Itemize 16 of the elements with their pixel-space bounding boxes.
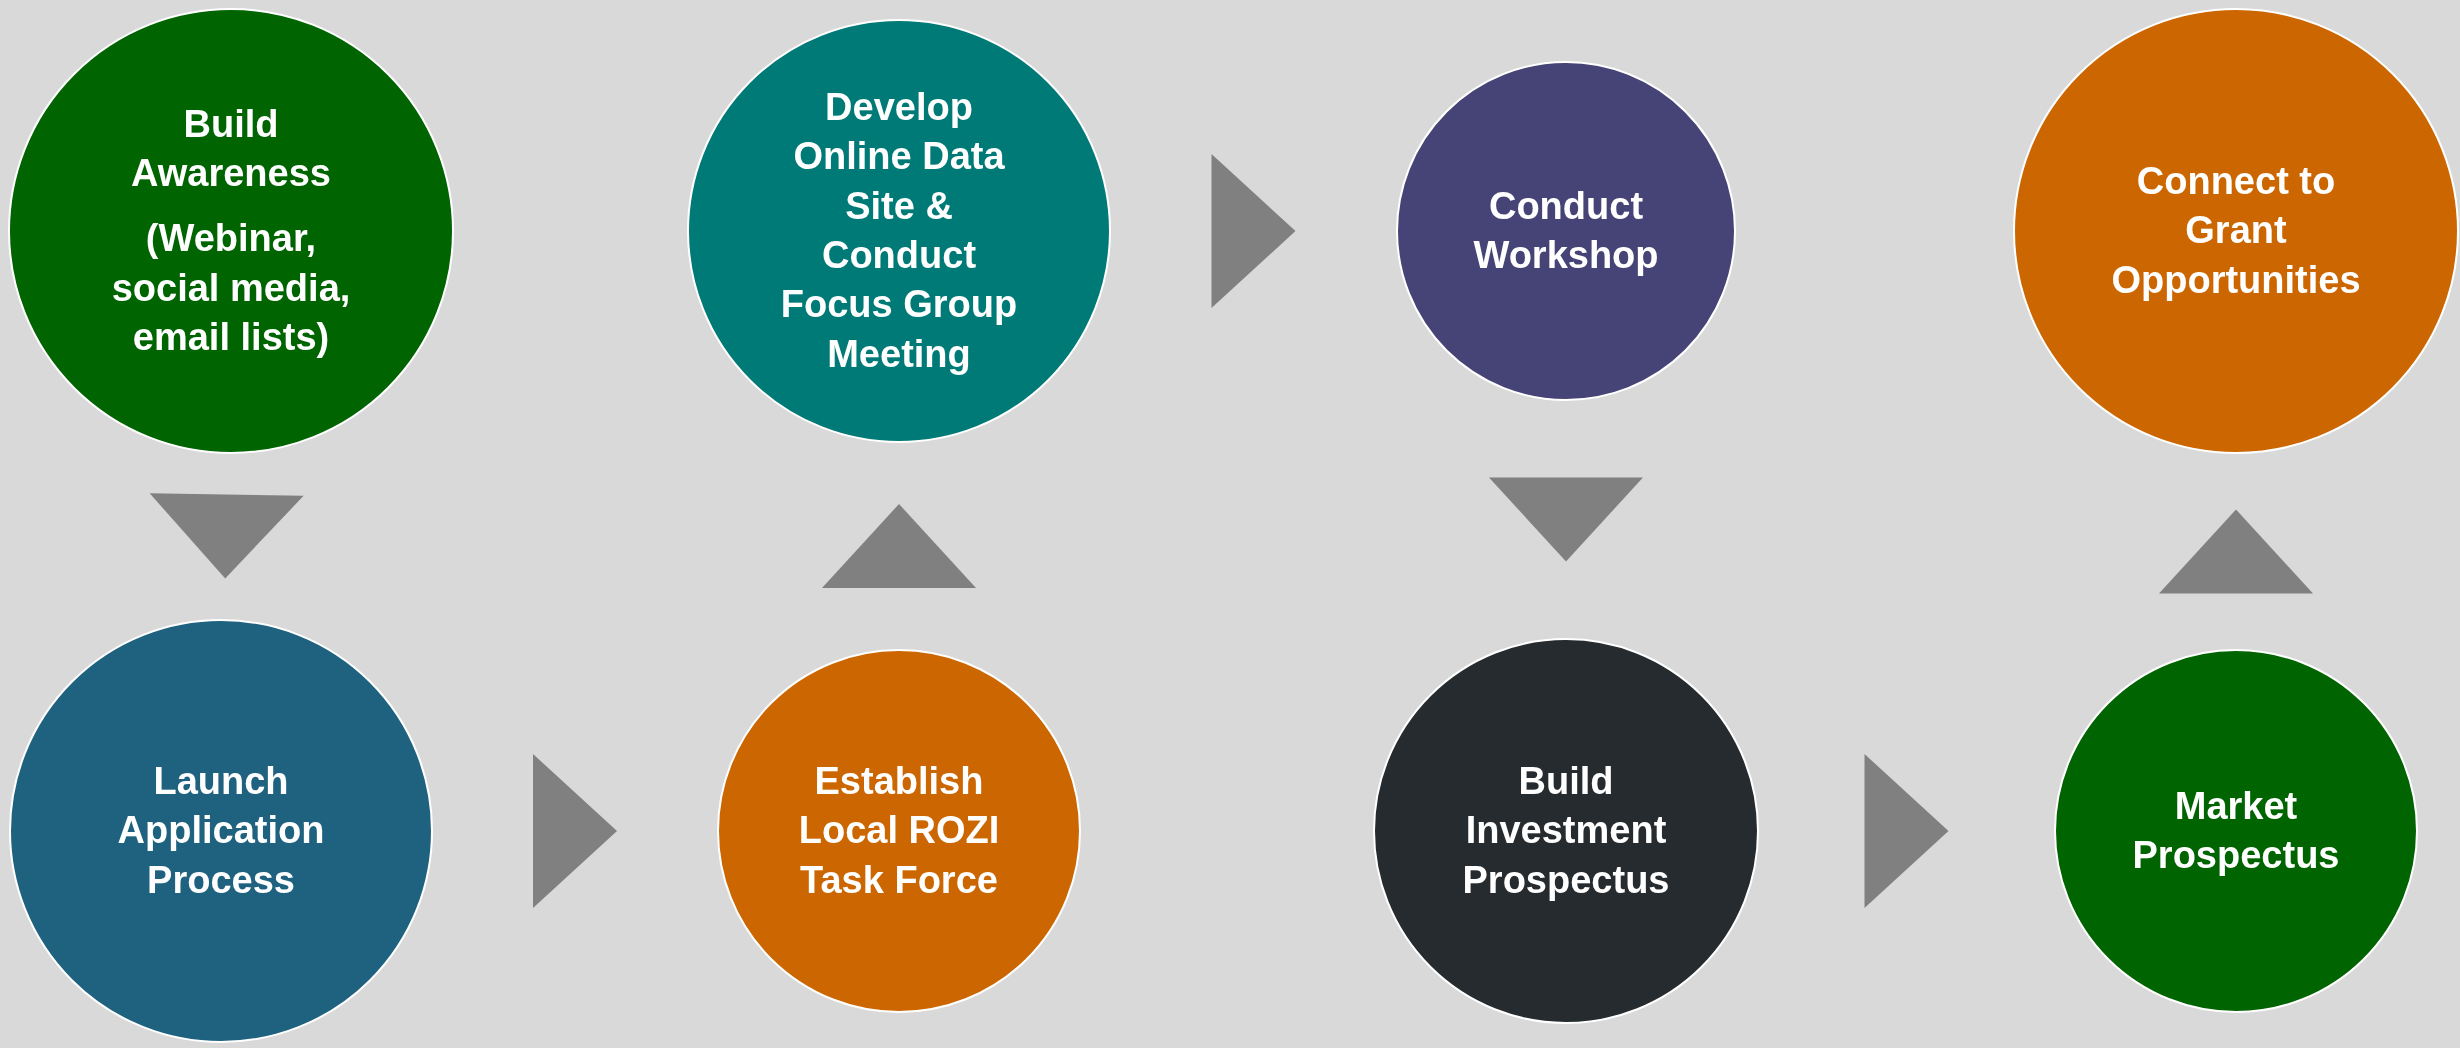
step-label: Conduct Workshop xyxy=(1472,183,1660,278)
step-label: Build Awareness xyxy=(130,101,332,196)
step-label: Build Investment Prospectus xyxy=(1461,758,1671,903)
arrow-triangle xyxy=(149,493,304,579)
step-label: Establish Local ROZI Task Force xyxy=(797,758,1001,903)
step-label: Launch Application Process xyxy=(116,758,326,903)
step-label: Develop Online Data Site & Conduct Focus Group Meeting xyxy=(779,84,1019,377)
arrow-triangle xyxy=(2159,509,2313,594)
arrow-triangle xyxy=(822,504,976,588)
step-label: (Webinar, social media, email lists) xyxy=(110,216,352,361)
arrow-triangle xyxy=(1211,154,1296,308)
arrow-triangle xyxy=(533,754,617,908)
step-label: Market Prospectus xyxy=(2131,783,2341,878)
arrow-triangle xyxy=(1864,754,1949,908)
arrow-triangle xyxy=(1489,477,1643,562)
step-label: Connect to Grant Opportunities xyxy=(2110,158,2362,303)
